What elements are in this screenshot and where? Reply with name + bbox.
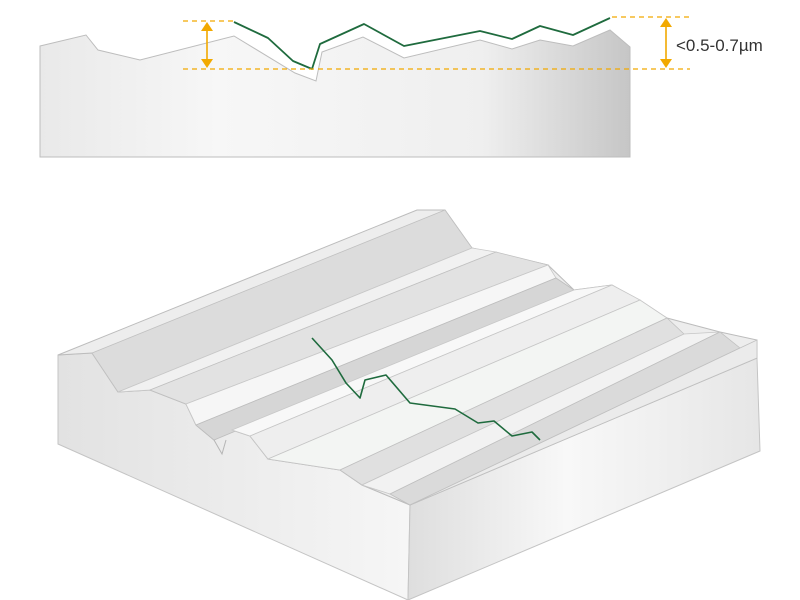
roughness-label: <0.5-0.7µm <box>676 36 763 55</box>
cross-section-body <box>39 29 631 158</box>
surface-profile-line <box>233 17 611 70</box>
front-edge-notch <box>213 439 227 456</box>
ridge-band-6 <box>409 339 758 506</box>
cross-section-profile: <0.5-0.7µm <box>39 16 763 158</box>
surface-block-3d <box>57 209 761 600</box>
surface-trace-line <box>311 337 541 441</box>
dimension-arrow-right <box>660 18 672 68</box>
dimension-arrow-left <box>201 22 213 68</box>
